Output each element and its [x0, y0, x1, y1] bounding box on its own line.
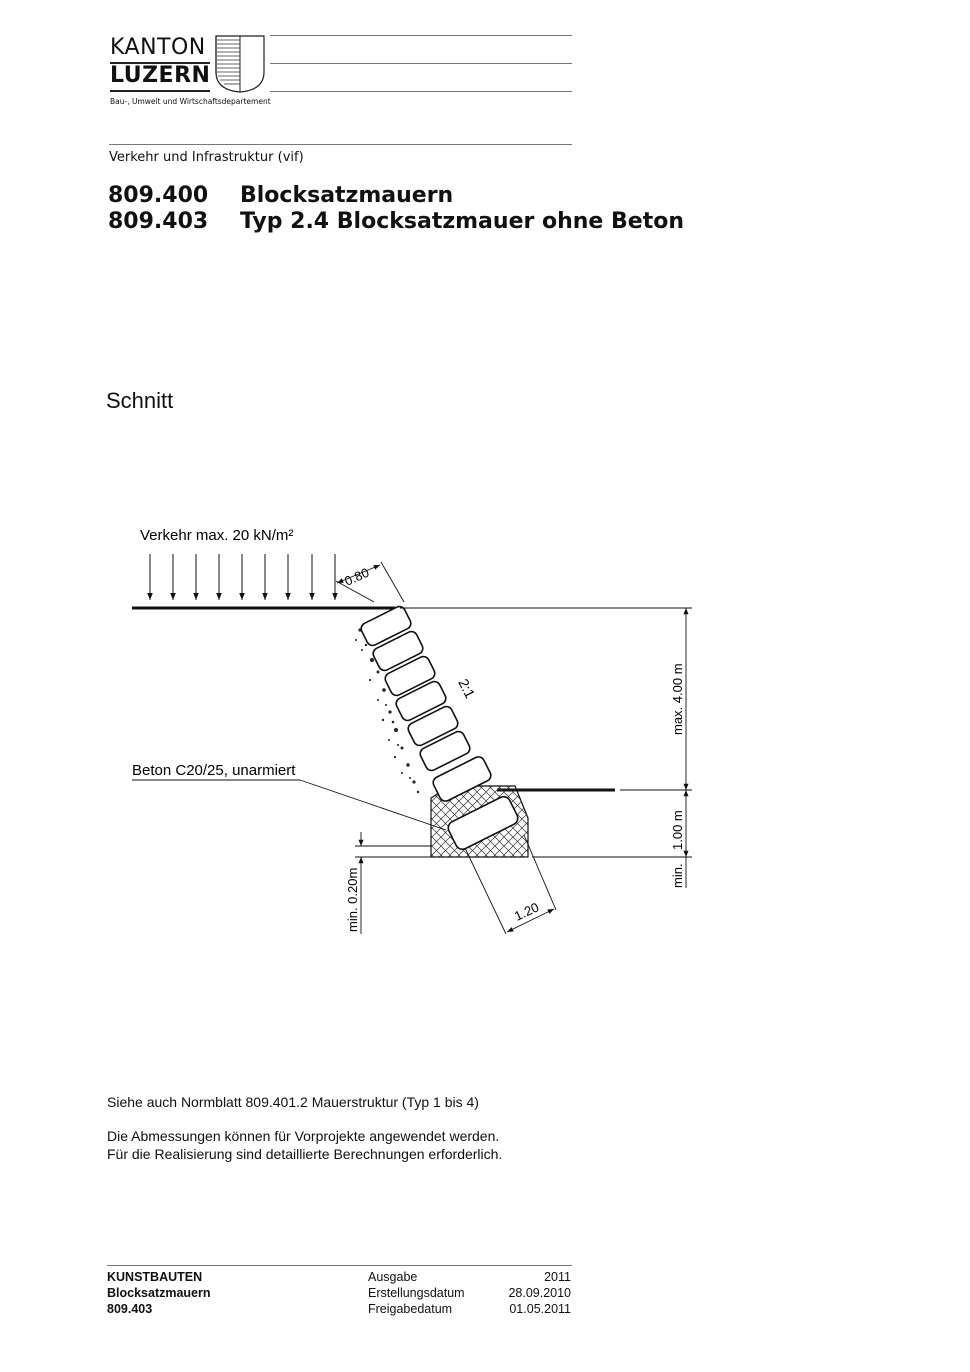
logo-underline: [110, 90, 210, 92]
dim-footing-min: [355, 832, 431, 934]
coat-of-arms-icon: [215, 35, 265, 93]
dim-height-max-label: max. 4.00 m: [670, 663, 685, 735]
footer-category: KUNSTBAUTEN: [107, 1270, 203, 1284]
footer-doc-number: 809.403: [107, 1302, 153, 1316]
dim-top-width-label: 0.80: [342, 565, 371, 589]
dim-top-width: [335, 561, 405, 603]
dim-height-lines: [400, 607, 692, 888]
title-text-2: Typ 2.4 Blocksatzmauer ohne Beton: [240, 209, 684, 234]
logo-luzern-text: LUZERN: [110, 63, 211, 88]
dim-footing-min-label: min. 0.20m: [345, 868, 360, 932]
footer-value-created: 28.09.2010: [508, 1286, 571, 1300]
dim-foundation-depth-label: 1.00 m: [670, 810, 685, 850]
title-number-2: 809.403: [108, 209, 209, 234]
footer-label-released: Freigabedatum: [368, 1302, 453, 1316]
dim-base-width: [464, 834, 557, 935]
note-dimensions: Die Abmessungen können für Vorprojekte a…: [107, 1128, 500, 1144]
footer-rule: [107, 1265, 572, 1266]
load-arrows: [147, 554, 338, 600]
header-rule-1: [270, 35, 572, 36]
drawing-heading: Schnitt: [106, 388, 174, 413]
header-rule-2: [270, 63, 572, 64]
load-label: Verkehr max. 20 kN/m²: [140, 527, 293, 544]
footer-value-edition: 2011: [544, 1270, 571, 1284]
dim-foundation-min-label: min.: [670, 863, 685, 888]
logo-kanton-text: KANTON: [110, 35, 206, 60]
footer-value-released: 01.05.2011: [509, 1302, 571, 1316]
note-calculations: Für die Realisierung sind detaillierte B…: [107, 1146, 503, 1162]
section-rule: [109, 144, 572, 145]
dim-base-width-label: 1.20: [512, 899, 541, 923]
title-number-1: 809.400: [108, 183, 209, 208]
section-name: Verkehr und Infrastruktur (vif): [109, 150, 304, 165]
department-name: Bau-, Umwelt und Wirtschaftsdepartement: [110, 97, 271, 106]
note-reference: Siehe auch Normblatt 809.401.2 Mauerstru…: [107, 1094, 479, 1110]
header-rule-3: [270, 91, 572, 92]
title-text-1: Blocksatzmauern: [240, 183, 454, 208]
concrete-label: Beton C20/25, unarmiert: [132, 762, 296, 779]
stacked-blocks: [360, 605, 519, 851]
logo-divider: [110, 62, 210, 64]
slope-ratio-label: 2:1: [455, 676, 478, 701]
footer-subject: Blocksatzmauern: [107, 1286, 211, 1300]
concrete-leader: [132, 779, 447, 831]
footer-label-edition: Ausgabe: [368, 1270, 418, 1284]
footer-label-created: Erstellungsdatum: [368, 1286, 465, 1300]
